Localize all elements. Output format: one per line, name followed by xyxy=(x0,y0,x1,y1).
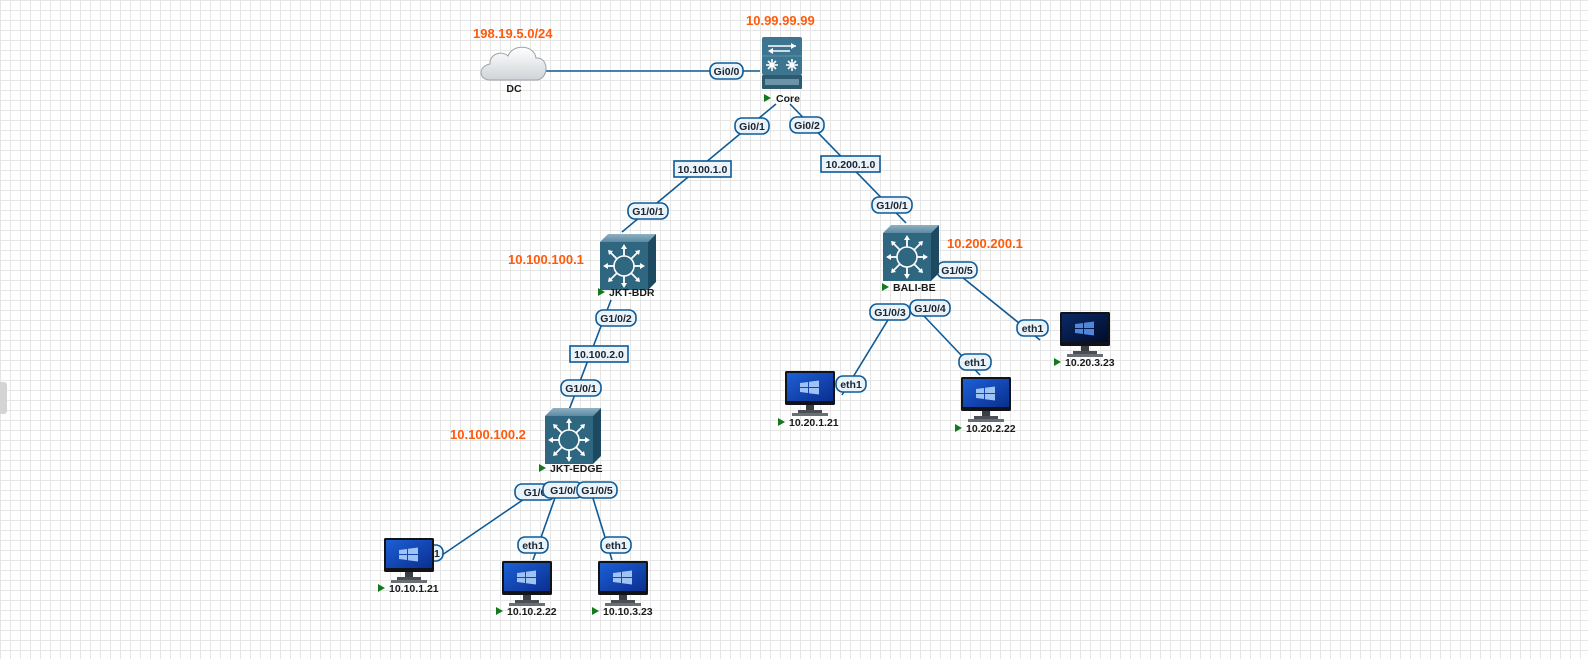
iface-edge-g1-0-5-text: G1/0/5 xyxy=(581,485,613,497)
iface-bali-g1-0-4[interactable]: G1/0/4 xyxy=(909,299,951,317)
iface-bali-g1-0-4-text: G1/0/4 xyxy=(914,303,946,315)
running-indicator-icon xyxy=(955,424,962,432)
layer3-switch-icon xyxy=(599,233,657,291)
iface-pc-10-20-2-22-eth1[interactable]: eth1 xyxy=(958,353,992,371)
iface-bdr-g1-0-1[interactable]: G1/0/1 xyxy=(627,202,669,220)
node-core-label: Core xyxy=(776,93,800,105)
running-indicator-icon xyxy=(592,607,599,615)
iface-pc-10-20-1-21-eth1[interactable]: eth1 xyxy=(835,375,867,393)
running-indicator-icon xyxy=(1054,358,1061,366)
iface-bali-g1-0-3-text: G1/0/3 xyxy=(874,307,906,319)
node-pc-10-10-2-22-label: 10.10.2.22 xyxy=(507,606,557,618)
iface-core-gi0-1-text: Gi0/1 xyxy=(739,121,765,133)
node-pc-10-20-3-23[interactable]: 10.20.3.23 xyxy=(1054,312,1115,369)
iface-edge-g1-0-1[interactable]: G1/0/1 xyxy=(560,379,602,397)
iface-pc-10-10-2-22-eth1[interactable]: eth1 xyxy=(517,536,549,554)
desktop-icon xyxy=(598,561,648,606)
desktop-icon xyxy=(384,538,434,583)
running-indicator-icon xyxy=(598,288,605,296)
side-panel-handle[interactable] xyxy=(0,382,7,414)
iface-edge-g1-0-5[interactable]: G1/0/5 xyxy=(576,481,618,499)
ip-label-bali-be[interactable]: 10.200.200.1 xyxy=(947,236,1023,251)
node-pc-10-10-1-21[interactable]: 10.10.1.21 xyxy=(378,538,439,595)
ip-label-jkt-edge[interactable]: 10.100.100.2 xyxy=(450,427,526,442)
node-pc-10-10-3-23-label: 10.10.3.23 xyxy=(603,606,653,618)
ip-label-jkt-bdr[interactable]: 10.100.100.1 xyxy=(508,252,584,267)
iface-bdr-g1-0-1-text: G1/0/1 xyxy=(632,206,664,218)
iface-edge-g1-0-b-text: G1/0/ xyxy=(550,485,576,497)
iface-eth1-c-text: eth1 xyxy=(605,540,627,552)
subnet-core-bdr-text: 10.100.1.0 xyxy=(678,164,728,176)
node-dc[interactable]: DC xyxy=(480,46,547,95)
iface-core-gi0-0[interactable]: Gi0/0 xyxy=(709,62,744,80)
node-dc-label: DC xyxy=(506,83,522,95)
iface-pc-10-20-3-23-eth1[interactable]: eth1 xyxy=(1016,319,1049,337)
desktop-icon xyxy=(502,561,552,606)
iface-bdr-g1-0-2-text: G1/0/2 xyxy=(600,313,632,325)
cloud-icon xyxy=(480,46,547,81)
subnet-core-bdr[interactable]: 10.100.1.0 xyxy=(673,160,732,178)
iface-core-gi0-0-text: Gi0/0 xyxy=(714,66,740,78)
iface-bali-g1-0-3[interactable]: G1/0/3 xyxy=(869,303,911,321)
node-jkt-bdr-label: JKT-BDR xyxy=(609,287,655,299)
node-pc-10-10-3-23[interactable]: 10.10.3.23 xyxy=(592,561,653,618)
subnet-bdr-edge-text: 10.100.2.0 xyxy=(574,349,624,361)
iface-core-gi0-2[interactable]: Gi0/2 xyxy=(789,116,825,134)
ip-label-dc[interactable]: 198.19.5.0/24 xyxy=(473,26,553,41)
ip-annotations: 198.19.5.0/24 10.99.99.99 10.100.100.1 1… xyxy=(450,13,1023,442)
running-indicator-icon xyxy=(378,584,385,592)
running-indicator-icon xyxy=(539,464,546,472)
iface-eth1-b-text: eth1 xyxy=(522,540,544,552)
running-indicator-icon xyxy=(496,607,503,615)
node-pc-10-20-1-21[interactable]: 10.20.1.21 xyxy=(778,371,839,429)
iface-core-gi0-1[interactable]: Gi0/1 xyxy=(734,117,770,135)
iface-core-gi0-2-text: Gi0/2 xyxy=(794,120,820,132)
node-bali-be[interactable]: BALI-BE xyxy=(882,224,940,294)
interface-labels: Gi0/0 Gi0/1 Gi0/2 G1/0/1 G1/0/2 G1/0/1 G… xyxy=(414,62,1049,562)
node-jkt-edge-label: JKT-EDGE xyxy=(550,463,603,475)
node-pc-10-10-1-21-label: 10.10.1.21 xyxy=(389,583,439,595)
iface-edge-g1-0-b[interactable]: G1/0/ xyxy=(542,481,584,499)
iface-eth1-e-text: eth1 xyxy=(964,357,986,369)
node-pc-10-20-2-22[interactable]: 10.20.2.22 xyxy=(955,377,1016,435)
router-icon xyxy=(762,37,802,89)
node-pc-10-20-1-21-label: 10.20.1.21 xyxy=(789,417,839,429)
node-jkt-edge[interactable]: JKT-EDGE xyxy=(539,407,603,475)
desktop-icon xyxy=(785,371,835,416)
desktop-icon xyxy=(1060,312,1110,357)
iface-bali-g1-0-5[interactable]: G1/0/5 xyxy=(936,261,978,279)
iface-eth1-d-text: eth1 xyxy=(840,379,862,391)
layer3-switch-icon xyxy=(544,407,602,465)
running-indicator-icon xyxy=(778,418,785,426)
node-jkt-bdr[interactable]: JKT-BDR xyxy=(598,233,657,299)
ip-label-core[interactable]: 10.99.99.99 xyxy=(746,13,815,28)
subnet-labels: 10.100.1.0 10.200.1.0 10.100.2.0 xyxy=(569,155,881,363)
node-pc-10-10-2-22[interactable]: 10.10.2.22 xyxy=(496,561,557,618)
node-bali-be-label: BALI-BE xyxy=(893,282,936,294)
iface-bdr-g1-0-2[interactable]: G1/0/2 xyxy=(595,309,637,327)
iface-eth1-f-text: eth1 xyxy=(1022,323,1044,335)
node-pc-10-20-3-23-label: 10.20.3.23 xyxy=(1065,357,1115,369)
subnet-core-bali-text: 10.200.1.0 xyxy=(826,159,876,171)
running-indicator-icon xyxy=(764,94,771,102)
running-indicator-icon xyxy=(882,283,889,291)
iface-edge-g1-0-a-text: G1/0 xyxy=(524,487,547,499)
iface-pc-10-10-3-23-eth1[interactable]: eth1 xyxy=(600,536,632,554)
node-core[interactable]: Core xyxy=(762,37,802,105)
node-pc-10-20-2-22-label: 10.20.2.22 xyxy=(966,423,1016,435)
iface-bali-g1-0-1-text: G1/0/1 xyxy=(876,200,908,212)
subnet-core-bali[interactable]: 10.200.1.0 xyxy=(820,155,881,173)
iface-bali-g1-0-5-text: G1/0/5 xyxy=(941,265,973,277)
iface-edge-g1-0-1-text: G1/0/1 xyxy=(565,383,597,395)
layer3-switch-icon xyxy=(882,224,940,282)
iface-bali-g1-0-1[interactable]: G1/0/1 xyxy=(871,196,913,214)
desktop-icon xyxy=(961,377,1011,422)
subnet-bdr-edge[interactable]: 10.100.2.0 xyxy=(569,345,629,363)
